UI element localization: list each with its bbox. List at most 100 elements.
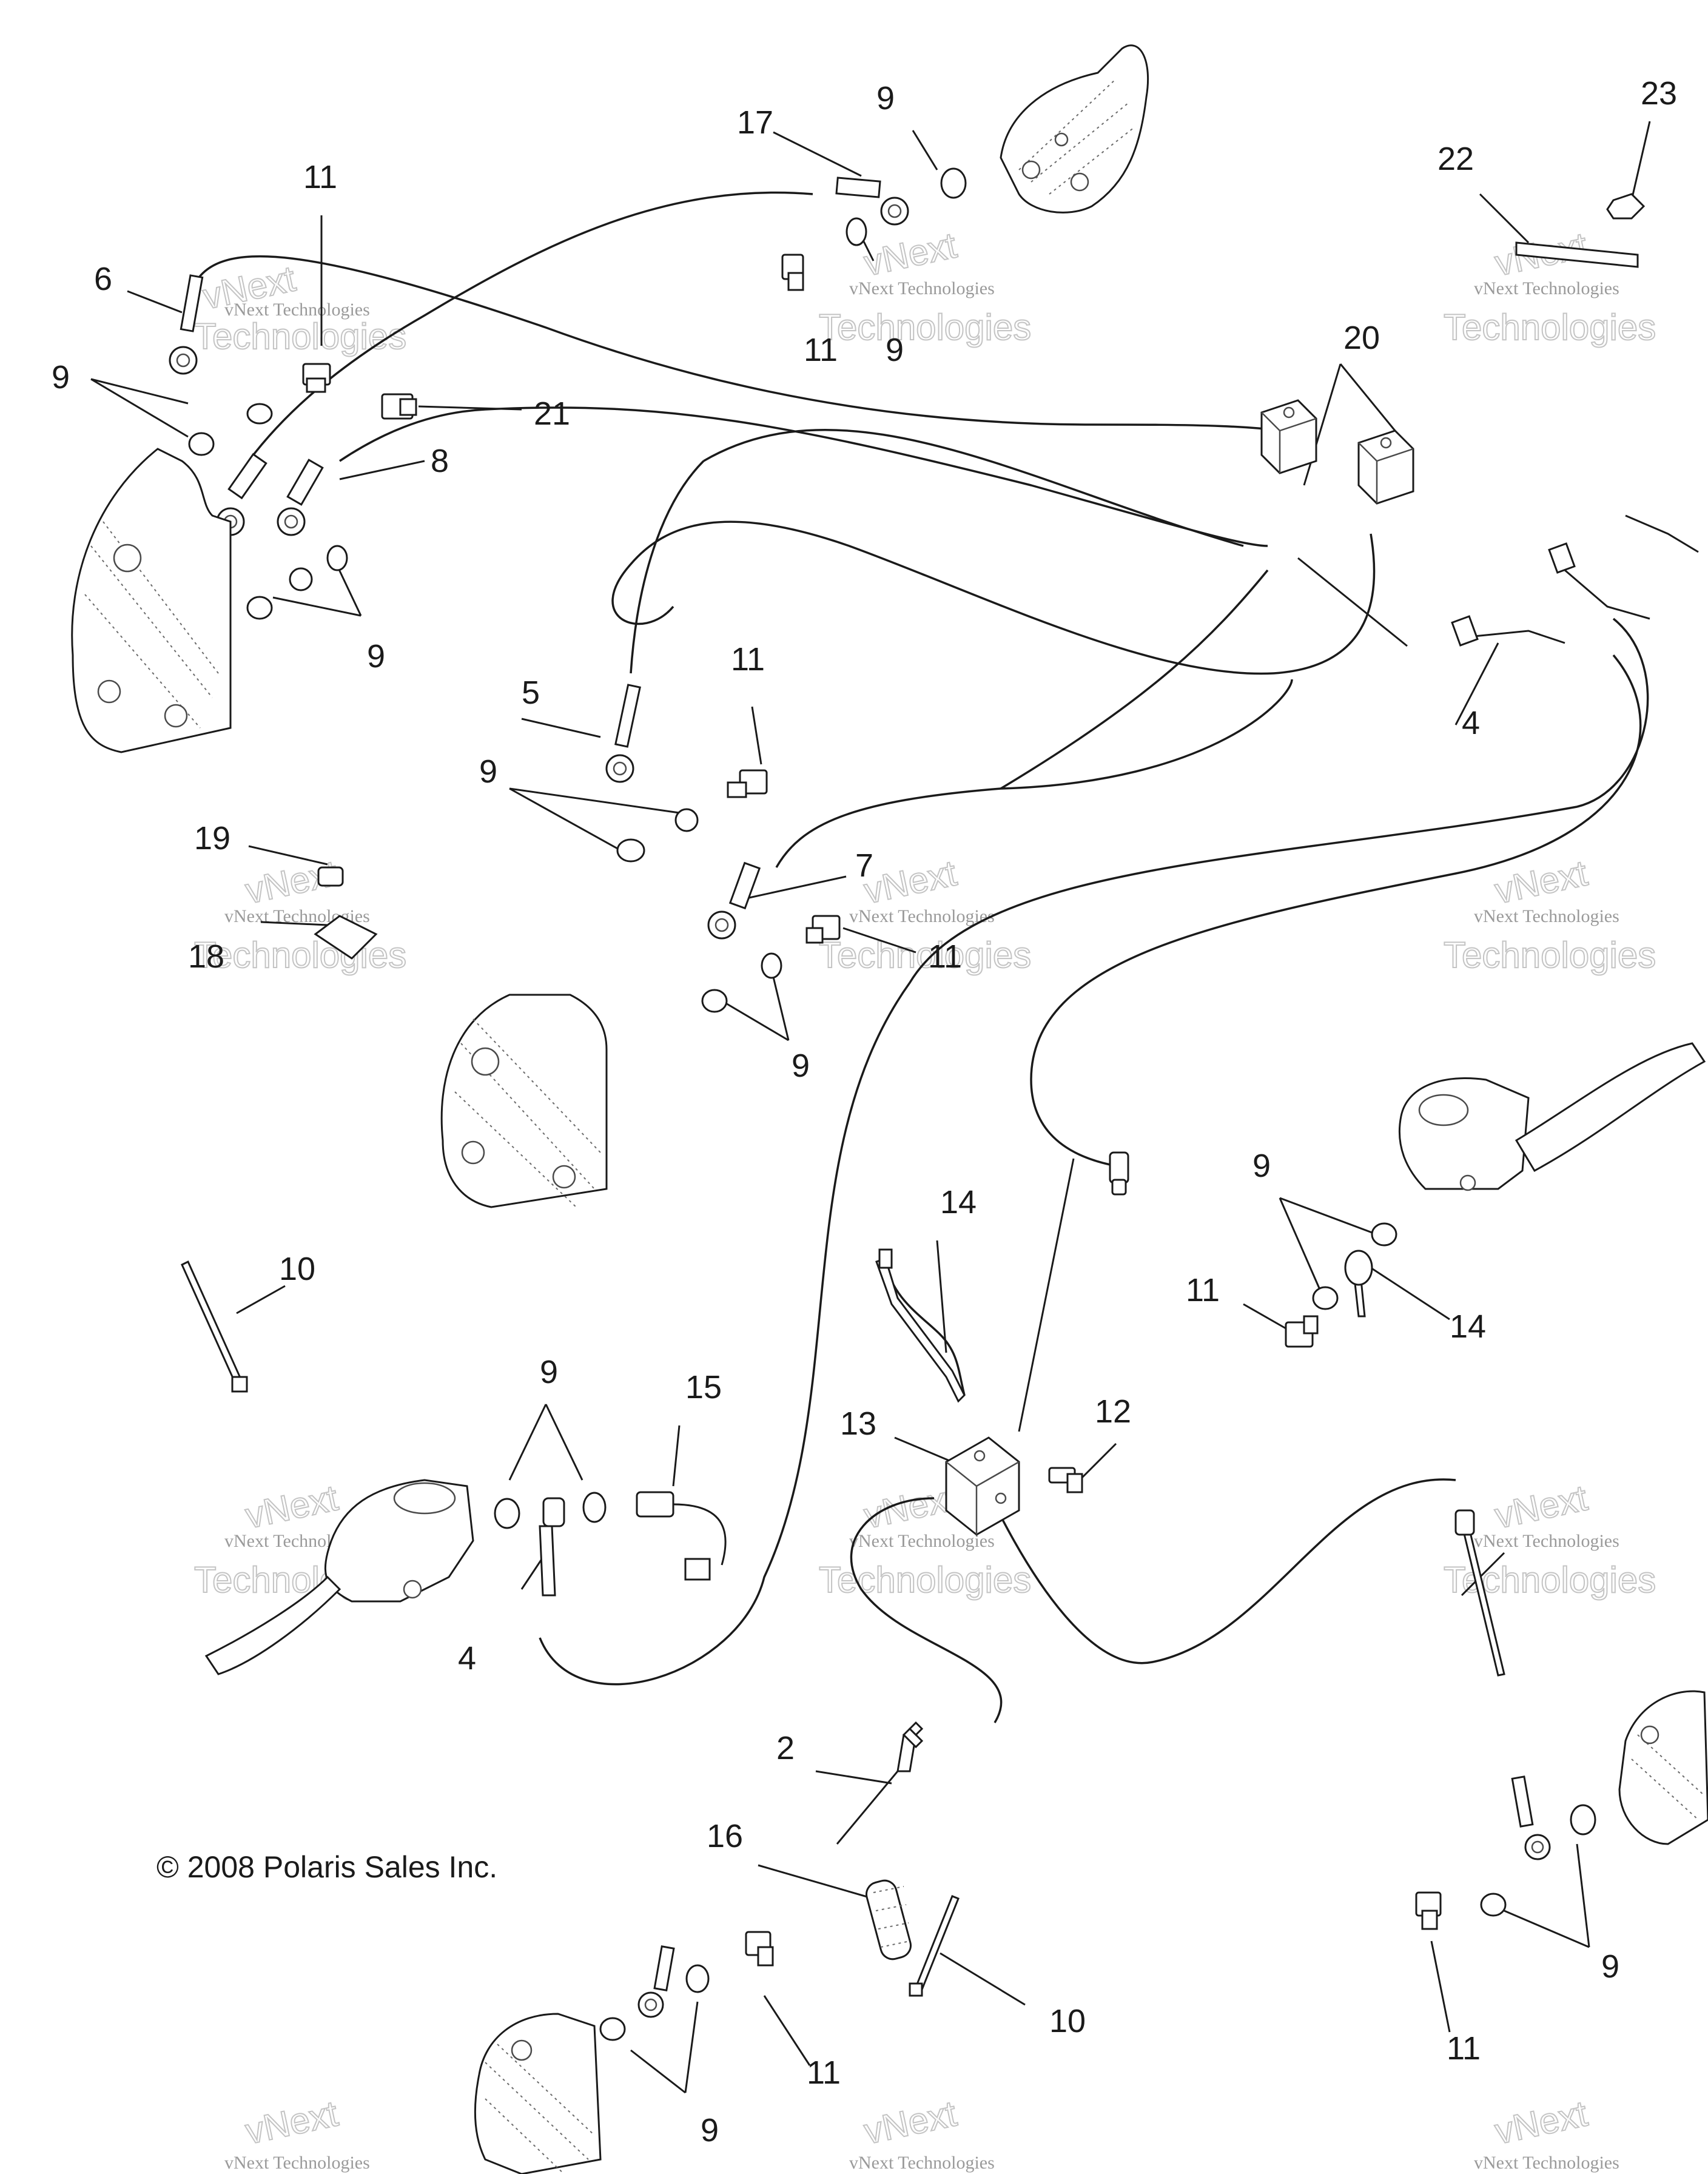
brake-line-5-to-20 [630,429,1244,674]
master-cylinder-left [204,1479,474,1675]
fitting-5 [605,684,641,783]
cable-tie-10b [909,1895,960,1997]
brake-line-8-to-20 [339,406,1268,547]
callout-14: 14 [1450,1308,1486,1345]
svg-text:vNext Technologies: vNext Technologies [849,278,995,298]
brake-line-20-loop [611,520,1376,790]
callout-9: 9 [479,753,497,790]
brake-line-17-to-caliper [247,191,813,462]
steel-hose-left-4 [539,1497,565,1597]
svg-text:vNext: vNext [861,1477,960,1536]
master-cylinder-right [1398,1042,1706,1191]
spring-guard-16 [866,1879,912,1960]
junction-block-20b [1357,429,1414,505]
svg-text:vNext Technologies: vNext Technologies [1474,278,1619,298]
bolt-11 [1285,1315,1319,1348]
callout-8: 8 [431,443,449,479]
bolt-11 [302,363,331,393]
callout-13: 13 [840,1405,876,1442]
brake-line-13-to-2 [850,1497,1003,1723]
brake-line-4-long [1030,654,1642,1166]
brake-line-13-to-rear [994,1478,1456,1664]
bolt-11 [781,254,804,291]
junction-block-13 [945,1436,1020,1536]
callout-6: 6 [94,261,112,297]
callout-9: 9 [52,359,70,395]
washer-9 [246,596,273,620]
brake-line-6-to-20 [193,255,1311,438]
washer-9 [846,217,867,246]
svg-text:vNext: vNext [861,2093,960,2152]
caliper-center [440,994,608,1208]
bolt-11 [805,915,841,944]
callout-9: 9 [540,1354,558,1390]
washer-9 [701,989,728,1013]
brake-line-7-to-20 [775,679,1293,868]
washer-9 [1312,1286,1339,1310]
callout-9: 9 [792,1048,810,1084]
callout-17: 17 [737,104,773,141]
watermark-6: vNext Technologies vNext Technologies [1443,852,1656,976]
stud-22 [1515,241,1639,268]
washer-9 [289,567,313,591]
svg-text:Technologies: Technologies [194,316,406,357]
svg-text:vNext Technologies: vNext Technologies [224,300,370,320]
callout-21: 21 [534,395,570,432]
washer-9 [1371,1222,1397,1247]
callout-11: 11 [1447,2030,1481,2067]
leader-lines [90,121,1651,2094]
washer-9 [599,2017,626,2041]
washer-9 [685,1964,710,1993]
washer-9 [582,1492,607,1523]
fitting-7 [707,861,761,940]
nut-23 [1606,193,1646,220]
callout-22: 22 [1437,141,1474,177]
abs-modulator [1000,44,1149,214]
hose-end-2 [836,1721,924,1845]
bolt-11 [1415,1891,1442,1930]
washer-9 [326,545,348,571]
copyright-text: © 2008 Polaris Sales Inc. [156,1850,497,1884]
callout-4: 4 [1462,705,1480,741]
washer-9 [1480,1893,1507,1917]
svg-text:Technologies: Technologies [819,1560,1031,1600]
callout-10: 10 [279,1251,315,1287]
callout-23: 23 [1641,75,1677,112]
fitting-17 [835,177,909,226]
caliper-rear-right [1618,1690,1708,1845]
brake-line-14-to-13 [884,1261,966,1396]
steel-line-14b [1344,1250,1373,1318]
watermark-4: vNext Technologies vNext Technologies [193,852,407,976]
bolt-11 [745,1931,774,1967]
caliper-rear-left [474,2013,602,2174]
washer-9 [188,432,215,456]
svg-text:vNext Technologies: vNext Technologies [1474,2153,1619,2173]
callout-2: 2 [776,1730,795,1766]
svg-text:vNext Technologies: vNext Technologies [1474,1531,1619,1551]
callout-9: 9 [876,80,895,116]
clip-19 [317,866,344,887]
callout-14: 14 [940,1184,977,1220]
fitting-8 [277,459,324,536]
washers [188,167,1596,2041]
washer-9 [1570,1804,1596,1836]
callout-11: 11 [1186,1272,1220,1308]
svg-text:vNext: vNext [861,852,960,911]
fitting-6 [169,274,204,375]
callout-9: 9 [1601,1948,1619,1985]
callout-11: 11 [928,938,962,975]
brake-lines [193,191,1649,1723]
callout-5: 5 [522,675,540,711]
callout-4: 4 [458,1640,476,1677]
callout-15: 15 [685,1369,722,1405]
bolt-12 [1048,1467,1083,1493]
svg-text:vNext: vNext [242,1477,341,1536]
svg-text:Technologies: Technologies [194,935,406,975]
washer-9 [940,167,967,199]
bolt-11 [727,769,768,798]
watermark-11: vNext vNext Technologies [849,2092,995,2173]
svg-text:vNext Technologies: vNext Technologies [849,2153,995,2173]
callout-20: 20 [1343,320,1380,356]
svg-text:vNext: vNext [1491,1477,1591,1536]
